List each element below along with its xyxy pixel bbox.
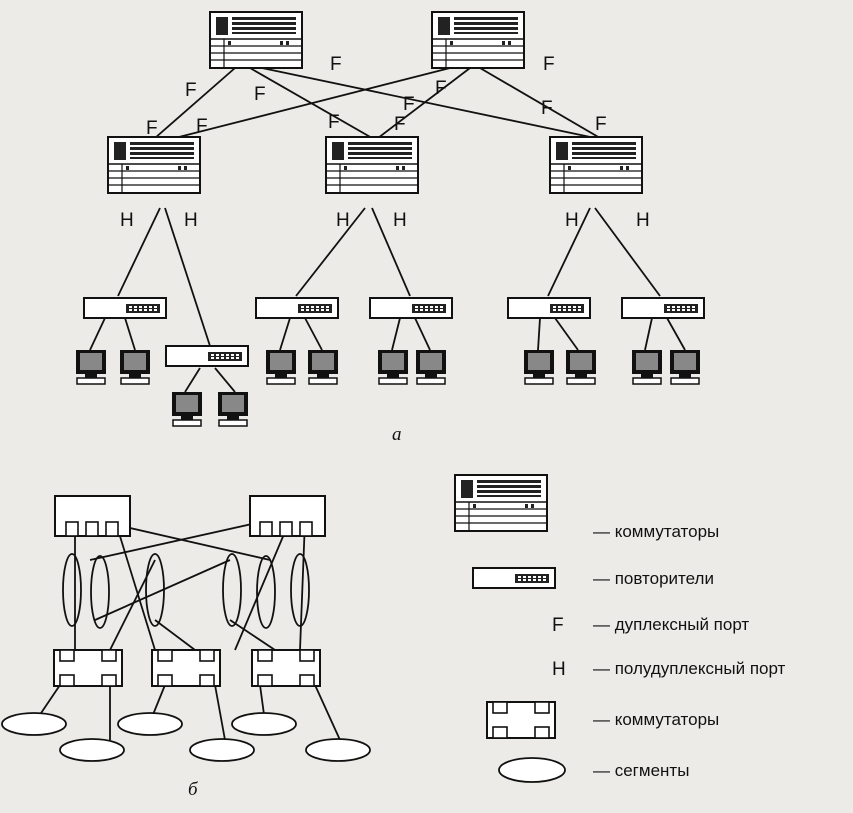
svg-text:F: F <box>403 94 415 115</box>
svg-text:F: F <box>146 118 158 139</box>
svg-text:F: F <box>185 80 197 101</box>
core-switch-right <box>431 11 525 69</box>
svg-text:F: F <box>330 54 342 75</box>
half-duplex-port-labels: H H H H H H <box>120 210 650 231</box>
svg-text:H: H <box>184 210 198 231</box>
part-a-links <box>89 67 686 393</box>
caption-a: а <box>392 424 402 445</box>
svg-text:F: F <box>254 84 266 105</box>
b-segments-vertical <box>62 553 310 629</box>
b-bottom-switch-3 <box>251 649 321 687</box>
caption-b: б <box>188 779 199 800</box>
part-b-links <box>34 519 341 741</box>
legend-text-switch-boxes: — коммутаторы <box>593 710 719 729</box>
legend: — коммутаторы — повторители F — дуплексн… <box>454 474 786 783</box>
legend-text-repeaters: — повторители <box>593 569 714 588</box>
repeater-5 <box>507 297 591 319</box>
svg-text:F: F <box>328 112 340 133</box>
distribution-switch-3 <box>549 136 643 194</box>
svg-text:F: F <box>196 116 208 137</box>
b-segments-horizontal <box>1 712 371 762</box>
legend-switch-icon <box>454 474 548 532</box>
legend-text-full-duplex: — дуплексный порт <box>593 615 749 634</box>
legend-segment-ellipse-icon <box>498 757 566 783</box>
repeater-3 <box>255 297 339 319</box>
svg-text:F: F <box>435 78 447 99</box>
svg-text:H: H <box>120 210 134 231</box>
legend-text-switches: — коммутаторы <box>593 522 719 541</box>
svg-text:H: H <box>393 210 407 231</box>
repeater-1 <box>83 297 167 319</box>
svg-text:F: F <box>543 54 555 75</box>
legend-repeater-icon <box>472 567 556 589</box>
legend-symbol-f: F <box>552 615 564 636</box>
svg-text:H: H <box>636 210 650 231</box>
legend-text-half-duplex: — полудуплексный порт <box>593 659 786 678</box>
legend-text-segments: — сегменты <box>593 761 689 780</box>
svg-text:F: F <box>595 114 607 135</box>
svg-text:H: H <box>336 210 350 231</box>
distribution-switch-1 <box>107 136 201 194</box>
legend-symbol-h: H <box>552 659 566 680</box>
b-bottom-switch-1 <box>53 649 123 687</box>
svg-text:F: F <box>541 98 553 119</box>
core-switch-left <box>209 11 303 69</box>
distribution-switch-2 <box>325 136 419 194</box>
repeater-4 <box>369 297 453 319</box>
svg-text:F: F <box>394 114 406 135</box>
repeater-2 <box>165 345 249 367</box>
b-top-switch-right <box>249 495 326 537</box>
full-duplex-port-labels: F F F F F F F F F F F F <box>146 54 607 139</box>
svg-text:H: H <box>565 210 579 231</box>
b-bottom-switch-2 <box>151 649 221 687</box>
b-top-switch-left <box>54 495 131 537</box>
repeater-6 <box>621 297 705 319</box>
legend-switch-box-icon <box>486 701 556 739</box>
